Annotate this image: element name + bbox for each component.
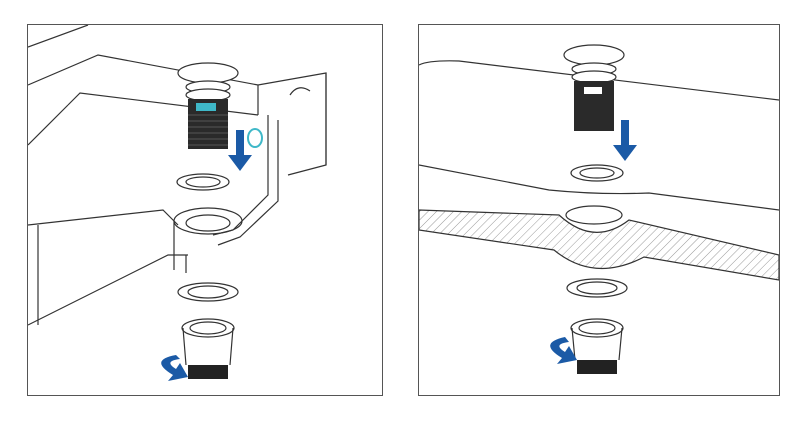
rotate-arrow-icon <box>550 337 577 364</box>
section-view-diagram <box>419 44 779 374</box>
down-arrow-icon <box>613 120 637 161</box>
drain-hole <box>173 207 243 273</box>
popup-plug <box>177 62 239 149</box>
bottom-washer <box>566 278 628 298</box>
locking-nut <box>570 318 624 374</box>
top-washer <box>570 164 624 182</box>
popup-plug <box>563 44 625 131</box>
locking-nut <box>181 318 235 379</box>
basin-outline <box>28 25 327 326</box>
basin-with-overflow-diagram <box>28 25 327 381</box>
rotate-arrow-icon <box>161 355 188 381</box>
panel-basin-with-overflow <box>27 24 383 396</box>
down-arrow-icon <box>228 130 252 171</box>
panel-section-view <box>418 24 780 396</box>
bottom-washer <box>177 282 239 302</box>
top-washer <box>176 173 230 191</box>
basin-surface <box>419 60 779 211</box>
basin-cross-section <box>419 205 779 281</box>
